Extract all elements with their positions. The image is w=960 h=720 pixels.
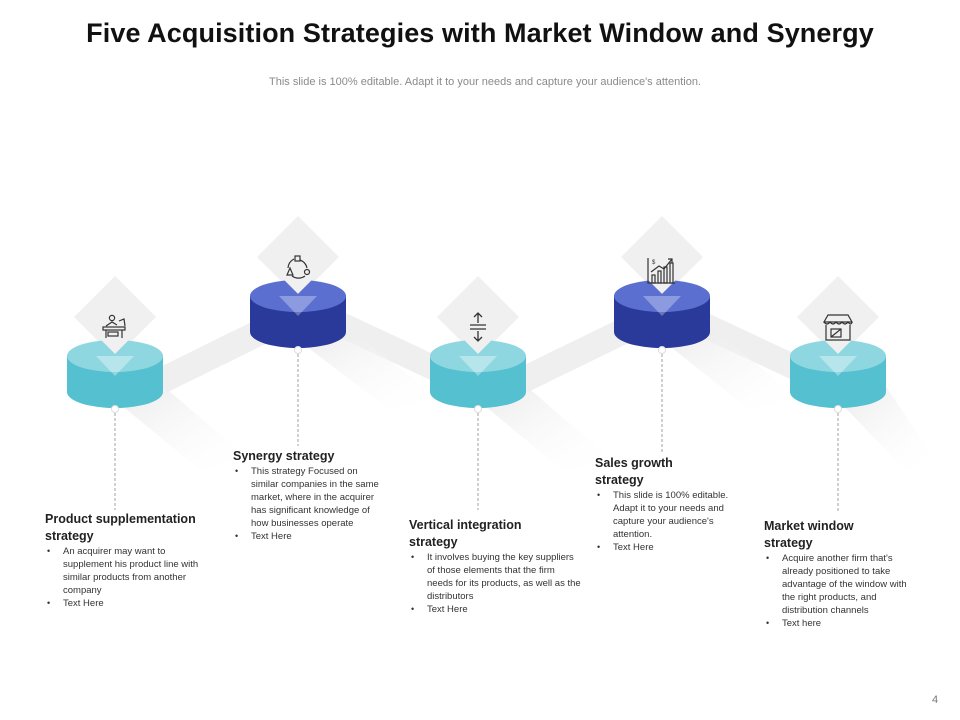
page-number: 4 [932,694,939,706]
cylinder-shine-4 [643,296,681,316]
growth-chart-icon: $ [647,258,675,284]
strategy-text-4: Sales growth strategy This slide is 100%… [595,455,745,554]
shadow-1 [115,385,250,470]
strategy-text-2: Synergy strategy This strategy Focused o… [233,448,393,543]
strategy-bullets: It involves buying the key suppliers of … [409,551,589,616]
cylinder-top-1 [67,340,163,372]
bullet-item: Text Here [45,597,215,610]
cylinder-top-2 [250,280,346,312]
slide-subtitle: This slide is 100% editable. Adapt it to… [269,76,701,88]
strategy-bullets: This slide is 100% editable. Adapt it to… [595,489,745,554]
bullet-item: Text Here [233,530,393,543]
shadow-3 [478,385,612,470]
bullet-item: Text Here [409,603,589,616]
strategy-heading: Synergy strategy [233,449,335,463]
stage-2 [250,215,346,446]
bullet-item: Text Here [595,541,745,554]
connector-dot-1 [111,405,119,413]
shadow-5 [838,385,935,470]
strategy-bullets: Acquire another firm that's already posi… [764,552,934,630]
vertical-arrows-icon [470,312,486,342]
bullet-item: This slide is 100% editable. Adapt it to… [595,489,735,541]
stage-3 [430,275,526,510]
cylinder-top-4 [614,280,710,312]
strategy-heading: Vertical integration strategy [409,518,522,549]
connector-dot-2 [294,346,302,354]
cylinder-shine-3 [459,356,497,376]
diamond-front-2 [271,240,325,294]
strategy-bullets: This strategy Focused on similar compani… [233,465,393,543]
shadow-2 [298,325,440,410]
bullet-item: An acquirer may want to supplement his p… [45,545,203,597]
strategy-heading: Sales growth strategy [595,456,673,487]
strategy-bullets: An acquirer may want to supplement his p… [45,545,215,610]
strategy-text-1: Product supplementation strategy An acqu… [45,511,215,610]
strategy-heading: Product supplementation strategy [45,512,196,543]
cylinder-shine-2 [279,296,317,316]
strategy-text-3: Vertical integration strategy It involve… [409,517,589,616]
stage-1 [67,275,163,510]
bullet-item: This strategy Focused on similar compani… [233,465,381,530]
cylinder-shine-1 [96,356,134,376]
cylinder-shine-5 [819,356,857,376]
cylinder-top-5 [790,340,886,372]
bullet-item: It involves buying the key suppliers of … [409,551,583,603]
strategy-heading: Market window strategy [764,519,854,550]
connector-dot-3 [474,405,482,413]
desk-worker-icon [102,314,126,338]
bullet-item: Acquire another firm that's already posi… [764,552,917,617]
bullet-item: Text here [764,617,934,630]
svg-text:$: $ [652,260,656,266]
connector-dot-4 [658,346,666,354]
storefront-icon [822,314,854,341]
cylinder-top-3 [430,340,526,372]
shadow-4 [662,325,800,410]
stage-5 [790,275,886,512]
stage-4: $ [614,215,710,452]
diamond-front-3 [451,300,505,354]
connector-dot-5 [834,405,842,413]
cycle-icon [286,255,311,279]
slide-title: Five Acquisition Strategies with Market … [86,18,874,48]
strategy-text-5: Market window strategy Acquire another f… [764,518,934,630]
